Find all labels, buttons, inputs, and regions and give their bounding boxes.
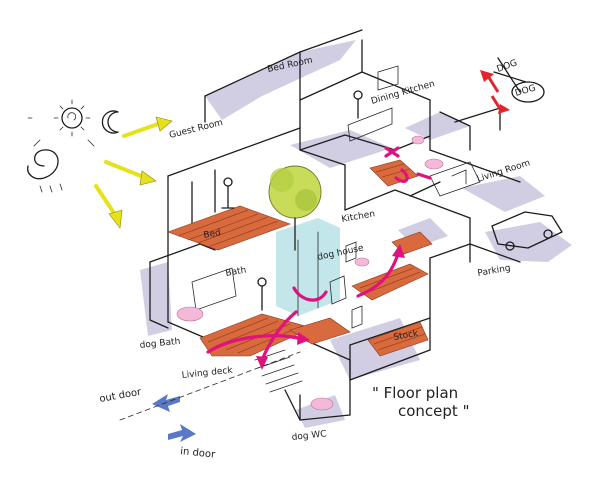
flow-arrows (206, 146, 432, 370)
label-dog-wc: dog WC (291, 429, 327, 443)
label-living-deck: Living deck (181, 366, 234, 381)
wind-swirl-icon (27, 149, 63, 193)
moon-icon (101, 110, 119, 134)
label-bed: Bed (203, 228, 222, 241)
label-guest-room: Guest Room (168, 118, 224, 141)
label-parking: Parking (477, 263, 512, 279)
building-outline (149, 29, 521, 421)
label-kitchen: Kitchen (341, 209, 376, 225)
tree-icon (268, 165, 322, 251)
label-out-door: out door (99, 387, 143, 405)
deck-kitchen (369, 159, 419, 187)
dog-figures (176, 135, 444, 411)
light-well (276, 218, 340, 317)
label-concept-line1: " Floor plan (372, 384, 458, 402)
label-dining-kitchen: Dining Kitchen (370, 79, 436, 107)
label-dog-circled: DOG (514, 83, 537, 98)
sun-arrows (94, 116, 173, 229)
car-icon (491, 211, 563, 251)
door-arrows (119, 351, 301, 442)
label-in-door: in door (180, 446, 217, 461)
label-concept-line2: concept " (398, 402, 469, 420)
label-bath: Bath (225, 265, 247, 278)
sun-icon (53, 99, 91, 137)
label-dog-bath: dog Bath (139, 337, 181, 351)
deck-upper (167, 205, 291, 251)
label-stock: Stock (393, 329, 420, 343)
furniture-and-figures (191, 65, 481, 329)
dog-arrows (480, 57, 545, 114)
direction-arrows-icon (27, 117, 95, 147)
